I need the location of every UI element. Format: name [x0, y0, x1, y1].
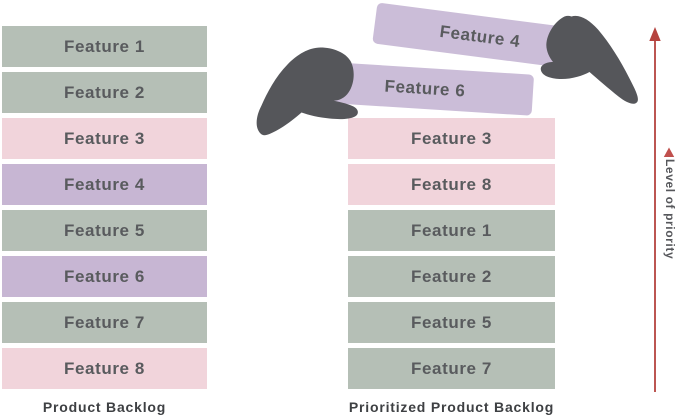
right-backlog-bar-feature-5: Feature 5 — [348, 302, 555, 343]
left-backlog-bar-feature-5: Feature 5 — [2, 210, 207, 251]
priority-arrow-head-icon — [649, 27, 661, 41]
right-backlog-bar-feature-3: Feature 3 — [348, 118, 555, 159]
left-backlog-bar-feature-4: Feature 4 — [2, 164, 207, 205]
priority-marker-triangle-icon — [663, 147, 675, 157]
left-backlog-bar-feature-6: Feature 6 — [2, 256, 207, 297]
priority-axis-label: Level of priority — [663, 159, 677, 260]
left-backlog-bar-feature-3: Feature 3 — [2, 118, 207, 159]
left-backlog-bar-feature-8: Feature 8 — [2, 348, 207, 389]
right-backlog-bar-feature-8: Feature 8 — [348, 164, 555, 205]
left-backlog-bar-feature-2: Feature 2 — [2, 72, 207, 113]
left-backlog-bar-feature-7: Feature 7 — [2, 302, 207, 343]
right-column-caption: Prioritized Product Backlog — [348, 399, 555, 415]
right-backlog-bar-feature-1: Feature 1 — [348, 210, 555, 251]
right-backlog-bar-feature-7: Feature 7 — [348, 348, 555, 389]
right-backlog-bar-feature-2: Feature 2 — [348, 256, 555, 297]
floating-bar-feature-4: Feature 4 — [372, 2, 588, 71]
left-backlog-bar-feature-1: Feature 1 — [2, 26, 207, 67]
floating-bar-feature-6: Feature 6 — [315, 61, 535, 116]
left-column-caption: Product Backlog — [42, 399, 167, 415]
